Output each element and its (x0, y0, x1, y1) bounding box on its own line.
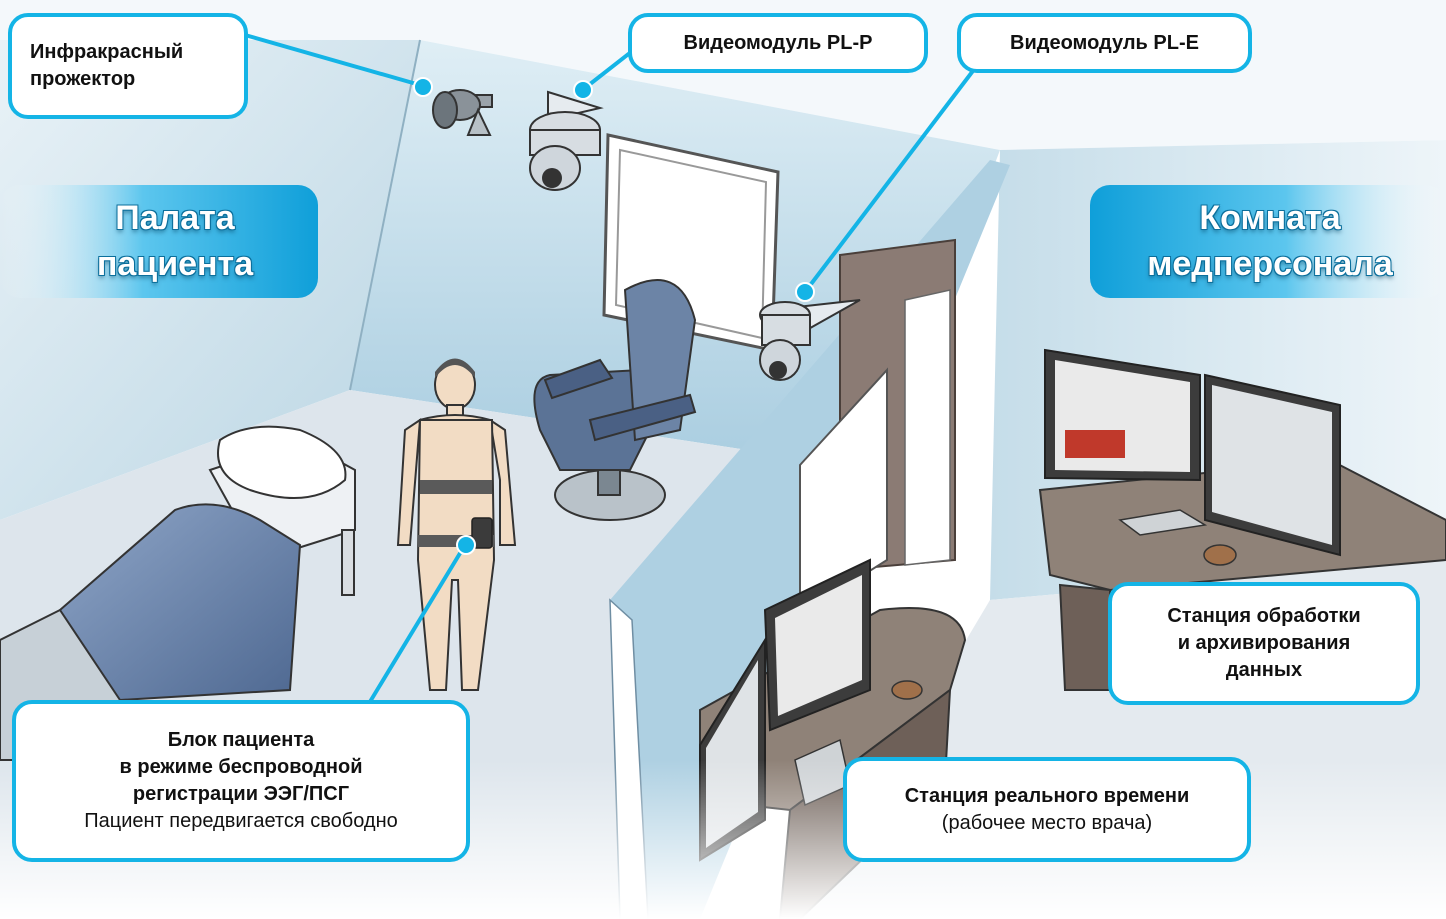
processing-station-label: Станция обработки и архивирования данных (1167, 605, 1361, 681)
patient-illustration (396, 358, 517, 691)
realtime-station-callout: Станция реального времени (рабочее место… (843, 757, 1251, 862)
wall-edge (349, 39, 421, 391)
video-pl-e-callout: Видеомодуль PL-E (957, 13, 1252, 73)
patient-ward-label: Палата пациента (96, 199, 254, 283)
ir-projector-illustration (432, 89, 493, 136)
video-pl-p-callout: Видеомодуль PL-P (628, 13, 928, 73)
video-pl-e-label: Видеомодуль PL-E (1010, 31, 1199, 54)
video-pl-p-label: Видеомодуль PL-P (683, 31, 873, 54)
patient-unit-note: Пациент передвигается свободно (84, 810, 398, 832)
leader-dots (413, 77, 815, 555)
processing-station-callout: Станция обработки и архивирования данных (1108, 582, 1420, 705)
processing-station-illustration (1038, 348, 1446, 691)
patient-unit-title: Блок пациента в режиме беспроводной реги… (119, 729, 363, 805)
staff-tag-bg (1090, 185, 1446, 298)
bed-illustration (0, 425, 356, 761)
patient-unit-callout: Блок пациента в режиме беспроводной реги… (12, 700, 470, 862)
camera-pl-e-illustration (759, 299, 861, 381)
window-partition (799, 367, 888, 617)
ir-projector-label: Инфракрасный прожектор (30, 41, 184, 90)
staff-room-label: Комната медперсонала (1147, 199, 1393, 283)
camera-pl-p-illustration (529, 90, 604, 191)
realtime-station-note: (рабочее место врача) (941, 811, 1153, 834)
realtime-station-title: Станция реального времени (904, 784, 1190, 807)
door-opening (904, 289, 951, 566)
armchair-illustration (533, 279, 697, 521)
ward-tag-bg (0, 185, 318, 298)
ir-projector-callout: Инфракрасный прожектор (8, 13, 248, 119)
